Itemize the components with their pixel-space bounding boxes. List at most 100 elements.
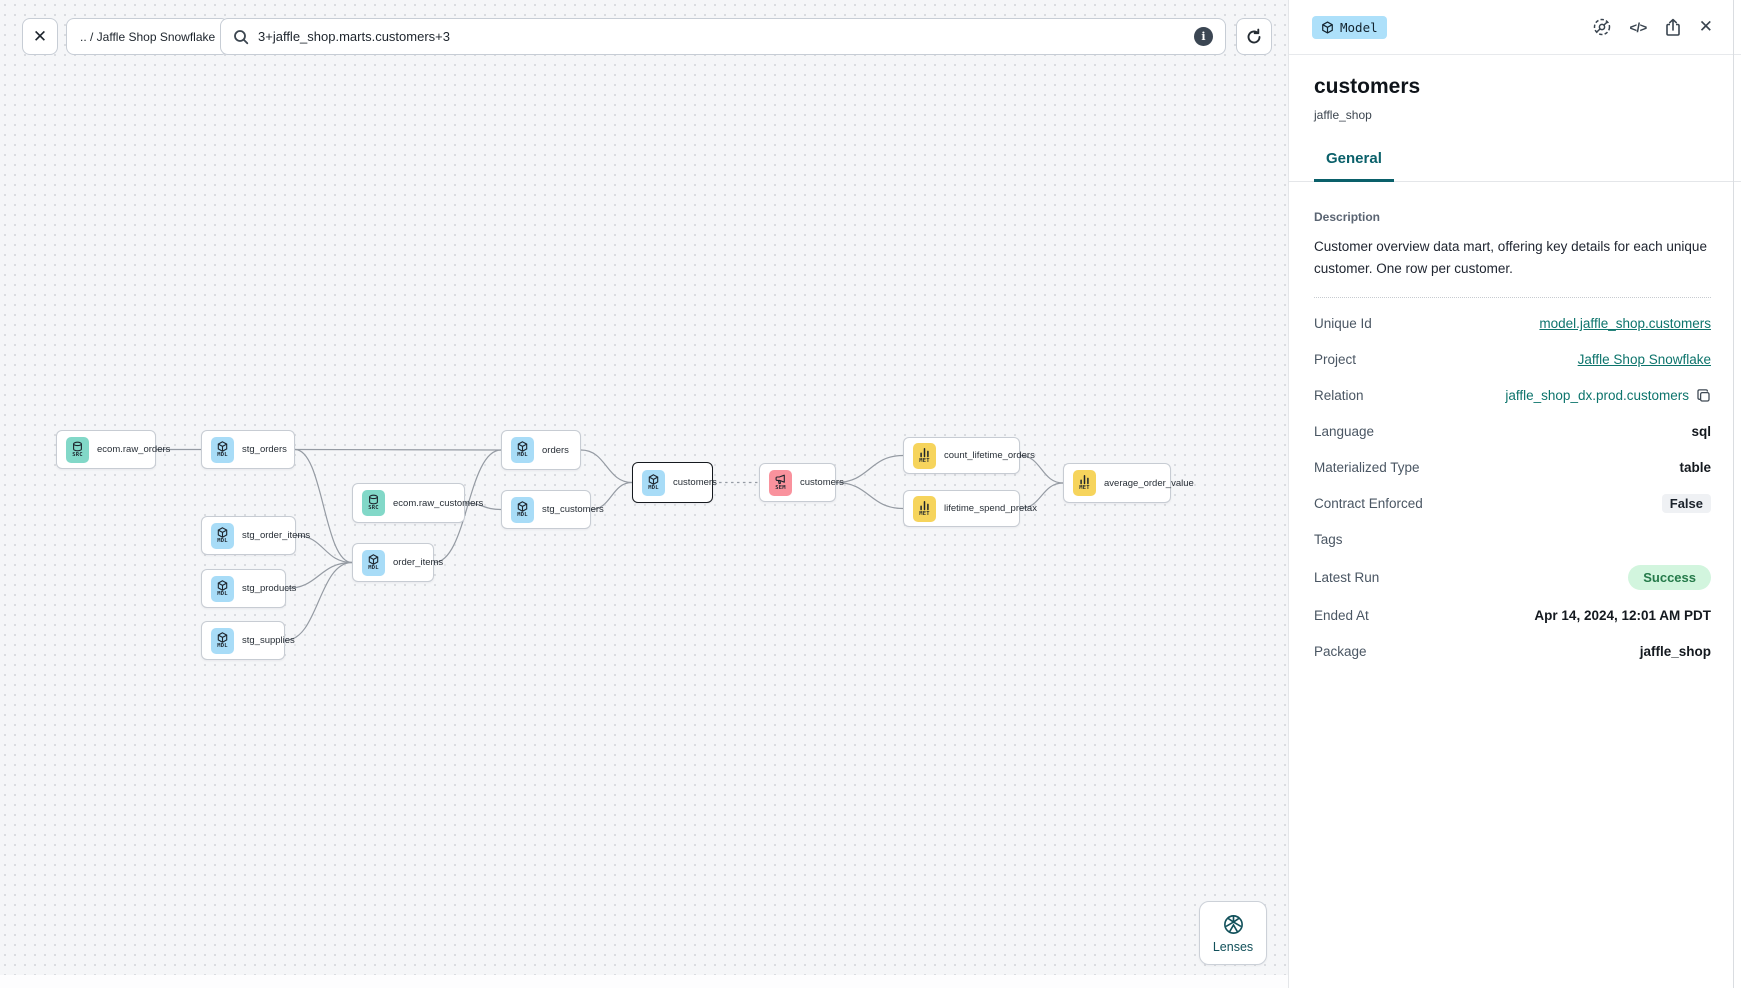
copy-icon[interactable] xyxy=(1696,388,1711,403)
panel-scrollbar[interactable] xyxy=(1733,0,1734,988)
graph-node-customers_sem[interactable]: SEM customers xyxy=(759,463,844,502)
graph-node-ecom.raw_customers[interactable]: SRC ecom.raw_customers xyxy=(352,483,483,523)
model-cube-icon: MDL xyxy=(211,627,234,654)
explore-compass-icon[interactable] xyxy=(1592,17,1612,37)
tab-general[interactable]: General xyxy=(1314,150,1394,182)
graph-node-order_items[interactable]: MDL order_items xyxy=(352,543,443,582)
breadcrumb[interactable]: .. / Jaffle Shop Snowflake xyxy=(66,18,230,55)
field-value-link[interactable]: model.jaffle_shop.customers xyxy=(1539,316,1711,331)
graph-node-label: customers xyxy=(800,477,844,488)
model-cube-icon: MDL xyxy=(642,469,665,496)
search-icon xyxy=(233,29,249,45)
field-label: Ended At xyxy=(1314,608,1369,623)
field-label: Contract Enforced xyxy=(1314,496,1423,511)
lineage-edge-orders-to-customers xyxy=(580,449,633,484)
field-label: Materialized Type xyxy=(1314,460,1420,475)
graph-node-label: stg_order_items xyxy=(242,530,311,541)
metric-bar-chart-icon: MET xyxy=(1073,470,1096,496)
lineage-edge-lifetime_spend_pretax-to-average_order_value xyxy=(1019,482,1064,510)
share-icon[interactable] xyxy=(1664,18,1682,37)
graph-node-ecom.raw_orders[interactable]: SRC ecom.raw_orders xyxy=(56,430,170,469)
graph-node-label: ecom.raw_orders xyxy=(97,444,171,455)
close-icon: ✕ xyxy=(32,27,48,46)
graph-node-stg_customers[interactable]: MDL stg_customers xyxy=(501,490,604,529)
panel-close-icon[interactable]: ✕ xyxy=(1698,17,1713,36)
page-title: customers xyxy=(1314,75,1421,98)
lenses-button[interactable]: Lenses xyxy=(1199,901,1267,965)
lenses-label: Lenses xyxy=(1212,939,1254,954)
field-value: table xyxy=(1679,460,1711,475)
graph-node-orders[interactable]: MDL orders xyxy=(501,430,581,470)
field-label: Package xyxy=(1314,644,1367,659)
refresh-button[interactable] xyxy=(1236,18,1272,55)
lineage-edge-stg_products-to-order_items xyxy=(285,561,353,590)
semantic-model-megaphone-icon: SEM xyxy=(769,469,792,496)
lineage-edge-stg_orders-to-orders xyxy=(294,448,502,451)
close-lineage-button[interactable]: ✕ xyxy=(22,18,58,55)
lineage-edge-stg_customers-to-customers xyxy=(590,481,633,511)
details-panel-header: Model </> ✕ xyxy=(1289,0,1741,55)
lineage-search: i xyxy=(220,18,1226,55)
field-value[interactable]: jaffle_shop_dx.prod.customers xyxy=(1505,388,1689,403)
graph-node-label: order_items xyxy=(393,557,444,568)
graph-node-label: average_order_value xyxy=(1104,477,1194,489)
info-icon[interactable]: i xyxy=(1194,27,1213,46)
field-row-unique-id: Unique Id model.jaffle_shop.customers xyxy=(1314,313,1711,334)
lineage-edge-stg_orders-to-order_items xyxy=(294,448,353,564)
graph-node-stg_supplies[interactable]: MDL stg_supplies xyxy=(201,621,295,660)
field-label: Relation xyxy=(1314,388,1364,403)
field-value: jaffle_shop xyxy=(1639,644,1711,659)
field-label: Tags xyxy=(1314,532,1343,547)
code-icon[interactable]: </> xyxy=(1629,19,1647,35)
graph-node-label: ecom.raw_customers xyxy=(393,497,484,509)
lineage-edges xyxy=(156,448,1064,642)
lenses-aperture-icon xyxy=(1222,913,1245,936)
source-database-icon: SRC xyxy=(362,490,385,516)
package-subtitle: jaffle_shop xyxy=(1314,108,1372,122)
lineage-edge-customers_sem-to-count_lifetime_orders xyxy=(835,454,904,484)
model-cube-icon: MDL xyxy=(511,496,534,523)
graph-node-label: orders xyxy=(542,444,569,456)
field-row-tags: Tags xyxy=(1314,529,1711,550)
field-label: Project xyxy=(1314,352,1357,367)
field-label: Language xyxy=(1314,424,1375,439)
metric-bar-chart-icon: MET xyxy=(913,442,936,469)
graph-node-label: count_lifetime_orders xyxy=(944,450,1035,461)
field-row-package: Package jaffle_shop xyxy=(1314,641,1711,662)
search-input[interactable] xyxy=(258,29,1185,44)
resource-type-badge: Model xyxy=(1312,15,1387,39)
model-cube-icon: MDL xyxy=(511,437,534,463)
status-badge: Success xyxy=(1628,565,1711,590)
description-text: Customer overview data mart, offering ke… xyxy=(1314,239,1707,276)
lineage-edge-stg_order_items-to-order_items xyxy=(295,534,353,564)
panel-tabs: General xyxy=(1289,150,1741,182)
field-row-latest-run: Latest Run Success xyxy=(1314,565,1711,590)
model-cube-icon: MDL xyxy=(362,549,385,576)
graph-node-average_order_value[interactable]: MET average_order_value xyxy=(1063,463,1194,503)
field-row-relation: Relation jaffle_shop_dx.prod.customers xyxy=(1314,385,1711,406)
lineage-edge-count_lifetime_orders-to-average_order_value xyxy=(1019,454,1064,484)
details-panel-body: customers jaffle_shop General Descriptio… xyxy=(1289,75,1741,662)
model-cube-icon: MDL xyxy=(211,436,234,463)
field-label: Latest Run xyxy=(1314,570,1380,585)
field-label: Unique Id xyxy=(1314,316,1372,331)
graph-node-count_lifetime_orders[interactable]: MET count_lifetime_orders xyxy=(903,437,1035,474)
lineage-edge-order_items-to-orders xyxy=(433,449,502,564)
source-database-icon: SRC xyxy=(66,436,89,463)
field-value-link[interactable]: Jaffle Shop Snowflake xyxy=(1577,352,1711,367)
lineage-edge-stg_supplies-to-order_items xyxy=(284,561,353,642)
canvas-bottom-strip xyxy=(0,975,1288,988)
graph-node-label: stg_customers xyxy=(542,504,604,515)
graph-node-label: stg_supplies xyxy=(242,635,295,646)
